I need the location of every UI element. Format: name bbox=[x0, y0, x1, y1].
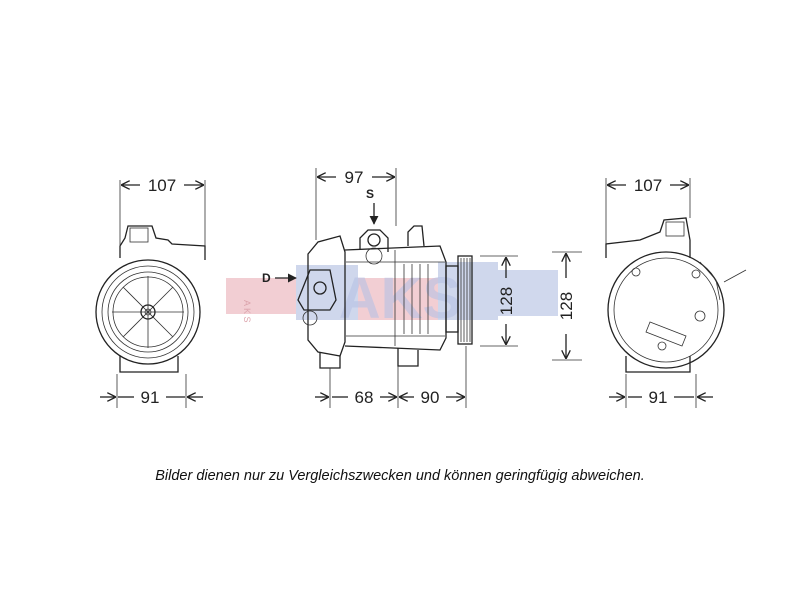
discharge-port-label: D bbox=[262, 271, 271, 285]
center-bottom-right-label: 90 bbox=[421, 388, 440, 407]
left-dim-107: 107 bbox=[119, 176, 206, 246]
center-bottom-left-label: 68 bbox=[355, 388, 374, 407]
center-height-1-label: 128 bbox=[497, 287, 516, 315]
suction-port-label: S bbox=[366, 187, 374, 201]
suction-marker: S bbox=[366, 187, 379, 225]
center-dim-97: 97 bbox=[315, 168, 397, 240]
right-width-bottom-label: 91 bbox=[649, 388, 668, 407]
center-dim-bottom: 68 90 bbox=[315, 346, 467, 408]
right-view-rear bbox=[605, 217, 747, 373]
watermark-logo: AKS A K S bbox=[226, 262, 558, 331]
watermark-text: AKS bbox=[339, 266, 461, 331]
center-width-top-label: 97 bbox=[345, 168, 364, 187]
right-dim-91: 91 bbox=[609, 374, 713, 408]
left-view-pulley bbox=[95, 225, 206, 373]
center-view-side bbox=[297, 225, 473, 369]
disclaimer-caption: Bilder dienen nur zu Vergleichszwecken u… bbox=[155, 468, 645, 484]
watermark-side-text: A K S bbox=[242, 300, 252, 323]
center-height-2-label: 128 bbox=[557, 292, 576, 320]
left-dim-91: 91 bbox=[100, 374, 203, 408]
discharge-marker: D bbox=[262, 271, 297, 285]
left-width-bottom-label: 91 bbox=[141, 388, 160, 407]
right-dim-107: 107 bbox=[605, 176, 691, 244]
center-dim-128-b: 128 bbox=[552, 251, 582, 361]
center-dim-128-a: 128 bbox=[480, 255, 518, 347]
left-width-top-label: 107 bbox=[148, 176, 176, 195]
right-width-top-label: 107 bbox=[634, 176, 662, 195]
